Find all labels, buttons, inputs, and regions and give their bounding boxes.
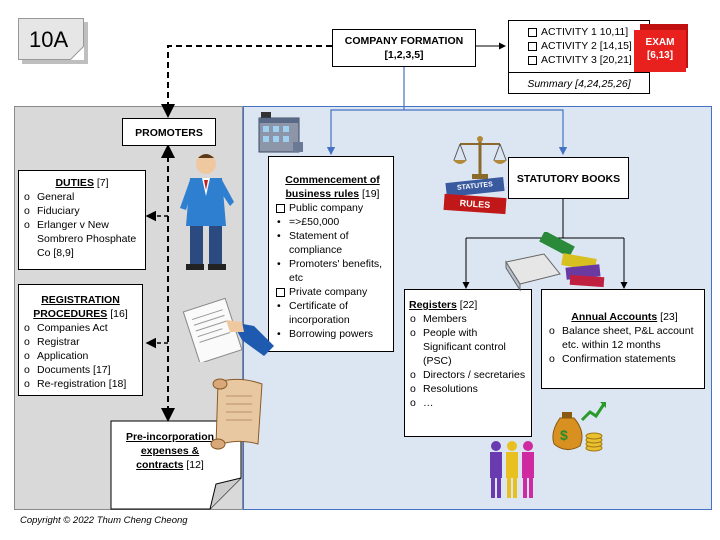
pre-incorporation-line3: contracts — [136, 459, 184, 471]
exam-card: EXAM [6,13] — [634, 30, 686, 72]
summary-text: Summary [4,24,25,26] — [527, 78, 631, 90]
registers-item: Members — [409, 312, 528, 326]
activities-box: ACTIVITY 1 10,11] ACTIVITY 2 [14,15] ACT… — [508, 20, 650, 94]
scroll-icon — [210, 378, 263, 450]
pre-incorporation-text: Pre-incorporation expenses & contracts [… — [114, 430, 226, 472]
public-requirement-item: =>£50,000 — [275, 215, 390, 229]
private-requirement-item: Borrowing powers — [275, 327, 390, 341]
duties-ref: [7] — [93, 177, 109, 189]
registers-item: Directors / secretaries — [409, 368, 528, 382]
annual-accounts-item: Balance sheet, P&L account etc. within 1… — [548, 324, 701, 352]
money-bag-icon: $ — [552, 402, 606, 452]
promoters-box: PROMOTERS — [122, 118, 216, 146]
statutes-book-label: STATUTES — [456, 181, 494, 192]
registration-box: REGISTRATION PROCEDURES [16] Companies A… — [18, 284, 143, 396]
activity-item: ACTIVITY 2 [14,15] — [527, 39, 649, 53]
company-formation-box: COMPANY FORMATION [1,2,3,5] — [332, 29, 476, 67]
registration-item: Re-registration [18] — [23, 377, 138, 391]
private-requirement-item: Certificate of incorporation — [275, 299, 390, 327]
public-requirement-item: Statement of compliance — [275, 229, 390, 257]
pre-incorporation-line2: expenses & — [140, 445, 200, 457]
exam-refs: [6,13] — [646, 50, 674, 61]
people-group-icon — [490, 441, 534, 498]
building-icon — [258, 112, 303, 153]
registers-ref: [22] — [456, 299, 478, 311]
company-formation-title: COMPANY FORMATION — [344, 35, 464, 47]
annual-accounts-ref: [23] — [657, 311, 678, 323]
businessman-icon — [180, 154, 234, 270]
pre-incorporation-ref: [12] — [183, 459, 204, 471]
registers-item: Resolutions — [409, 382, 528, 396]
registration-item: Companies Act — [23, 321, 138, 335]
registration-title-line2: PROCEDURES — [33, 308, 108, 320]
svg-text:$: $ — [560, 427, 568, 443]
activity-item: ACTIVITY 3 [20,21] — [527, 53, 649, 67]
statutory-books-label: STATUTORY BOOKS — [516, 173, 621, 185]
registration-item: Registrar — [23, 335, 138, 349]
scales-of-justice-icon — [453, 136, 507, 179]
duties-box: DUTIES [7] General Fiduciary Erlanger v … — [18, 170, 146, 270]
registers-title: Registers — [409, 299, 457, 311]
pre-incorporation-shape — [110, 420, 242, 510]
folded-corner-icon — [70, 46, 84, 60]
duties-title: DUTIES — [55, 177, 94, 189]
registers-item: People with Significant control (PSC) — [409, 326, 528, 368]
duties-item: Fiduciary — [23, 204, 141, 218]
commencement-box: Commencement of business rules [19] Publ… — [268, 156, 394, 352]
copyright-text: Copyright © 2022 Thum Cheng Cheong — [20, 515, 188, 526]
commencement-ref: [19] — [359, 188, 380, 200]
registration-item: Application — [23, 349, 138, 363]
statutory-books-box: STATUTORY BOOKS — [508, 157, 629, 199]
public-company-item: Public company — [275, 201, 390, 215]
rules-book-label: RULES — [459, 197, 491, 211]
books-statutes-rules: STATUTES RULES — [443, 177, 508, 218]
books-icon — [505, 232, 605, 292]
annual-accounts-box: Annual Accounts [23] Balance sheet, P&L … — [541, 289, 705, 389]
registration-ref: [16] — [107, 308, 128, 320]
duties-item: General — [23, 190, 141, 204]
promoters-label: PROMOTERS — [135, 127, 203, 139]
commencement-title-line1: Commencement of — [285, 174, 380, 186]
registers-box: Registers [22] Members People with Signi… — [404, 289, 532, 437]
slide-tag-text: 10A — [29, 27, 69, 52]
commencement-title-line2: business rules — [285, 188, 360, 200]
slide-tag: 10A — [18, 18, 84, 60]
pre-incorporation-line1: Pre-incorporation — [125, 431, 215, 443]
registers-item: … — [409, 396, 528, 410]
registration-item: Documents [17] — [23, 363, 138, 377]
annual-accounts-item: Confirmation statements — [548, 352, 701, 366]
handshake-contract-icon — [182, 297, 274, 362]
annual-accounts-title: Annual Accounts — [571, 311, 658, 323]
rules-book: RULES — [443, 193, 507, 215]
private-company-item: Private company — [275, 285, 390, 299]
duties-item: Erlanger v New Sombrero Phosphate Co [8,… — [23, 218, 141, 260]
activity-item: ACTIVITY 1 10,11] — [527, 25, 649, 39]
exam-label: EXAM — [645, 37, 675, 48]
public-requirement-item: Promoters' benefits, etc — [275, 257, 390, 285]
company-formation-refs: [1,2,3,5] — [384, 49, 424, 61]
registration-title-line1: REGISTRATION — [41, 294, 120, 306]
activities-divider — [508, 72, 650, 73]
